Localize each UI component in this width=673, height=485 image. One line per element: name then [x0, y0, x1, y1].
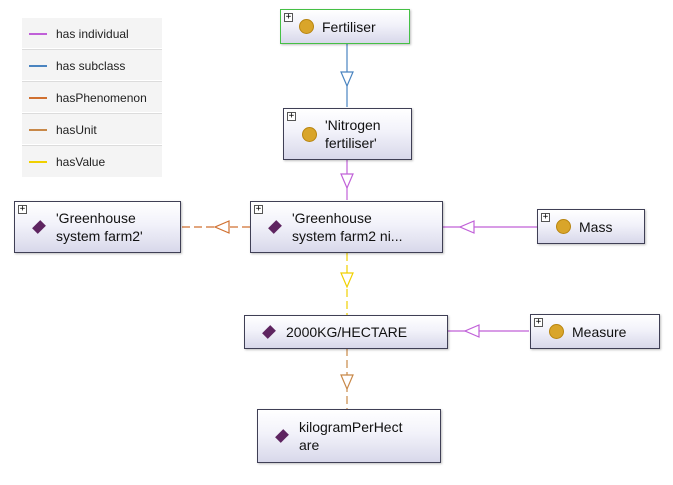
class-icon	[556, 219, 571, 234]
expand-icon[interactable]: +	[254, 204, 263, 214]
legend-swatch	[29, 96, 47, 99]
node-greenhouse-system-farm2[interactable]: + 'Greenhouse system farm2'	[14, 201, 181, 253]
edge-arrowhead	[458, 220, 475, 234]
edge-arrowhead	[340, 173, 354, 190]
edge-arrowhead	[463, 324, 480, 338]
node-measure[interactable]: + Measure	[530, 314, 660, 349]
node-label: 'Nitrogen fertiliser'	[325, 117, 381, 151]
edge-arrowhead	[340, 71, 354, 88]
node-2000kg-hectare[interactable]: 2000KG/HECTARE	[244, 315, 448, 349]
legend-item-has-individual: has individual	[22, 18, 162, 50]
node-mass[interactable]: + Mass	[537, 209, 645, 244]
legend-swatch	[29, 160, 47, 163]
legend-label: hasValue	[56, 154, 106, 169]
expand-icon[interactable]: +	[541, 212, 550, 222]
expand-icon[interactable]: +	[284, 12, 293, 22]
node-label: Measure	[572, 323, 627, 340]
legend-swatch	[29, 32, 47, 35]
node-label: Mass	[579, 218, 613, 235]
legend-swatch	[29, 128, 47, 131]
expand-icon[interactable]: +	[534, 317, 543, 327]
legend-label: has individual	[56, 26, 129, 41]
individual-icon	[262, 325, 276, 339]
legend-item-has-subclass: has subclass	[22, 50, 162, 82]
individual-icon	[275, 429, 289, 443]
legend-label: hasPhenomenon	[56, 90, 147, 105]
individual-icon	[32, 220, 46, 234]
node-label: 'Greenhouse system farm2 ni...	[292, 210, 403, 244]
legend-label: has subclass	[56, 58, 126, 73]
node-label: 'Greenhouse system farm2'	[56, 210, 143, 244]
node-kilogram-per-hectare[interactable]: kilogramPerHect are	[257, 409, 441, 463]
legend-label: hasUnit	[56, 122, 97, 137]
legend-item-hasunit: hasUnit	[22, 114, 162, 146]
edge-arrowhead	[340, 374, 354, 391]
node-greenhouse-system-farm2-ni[interactable]: + 'Greenhouse system farm2 ni...	[250, 201, 443, 253]
class-icon	[549, 324, 564, 339]
class-icon	[302, 126, 317, 142]
legend-item-hasphenomenon: hasPhenomenon	[22, 82, 162, 114]
class-icon	[299, 19, 314, 34]
legend-swatch	[29, 64, 47, 67]
individual-icon	[268, 220, 282, 234]
node-label: kilogramPerHect are	[299, 419, 403, 453]
expand-icon[interactable]: +	[18, 204, 27, 214]
node-label: 2000KG/HECTARE	[286, 324, 408, 340]
node-nitrogen-fertiliser[interactable]: + 'Nitrogen fertiliser'	[283, 108, 412, 160]
edge-arrowhead	[340, 272, 354, 289]
legend: has individual has subclass hasPhenomeno…	[22, 18, 162, 177]
edge-arrowhead	[213, 220, 230, 234]
node-label: Fertiliser	[322, 18, 376, 35]
node-fertiliser[interactable]: + Fertiliser	[280, 9, 410, 44]
expand-icon[interactable]: +	[287, 111, 296, 121]
legend-item-hasvalue: hasValue	[22, 146, 162, 177]
